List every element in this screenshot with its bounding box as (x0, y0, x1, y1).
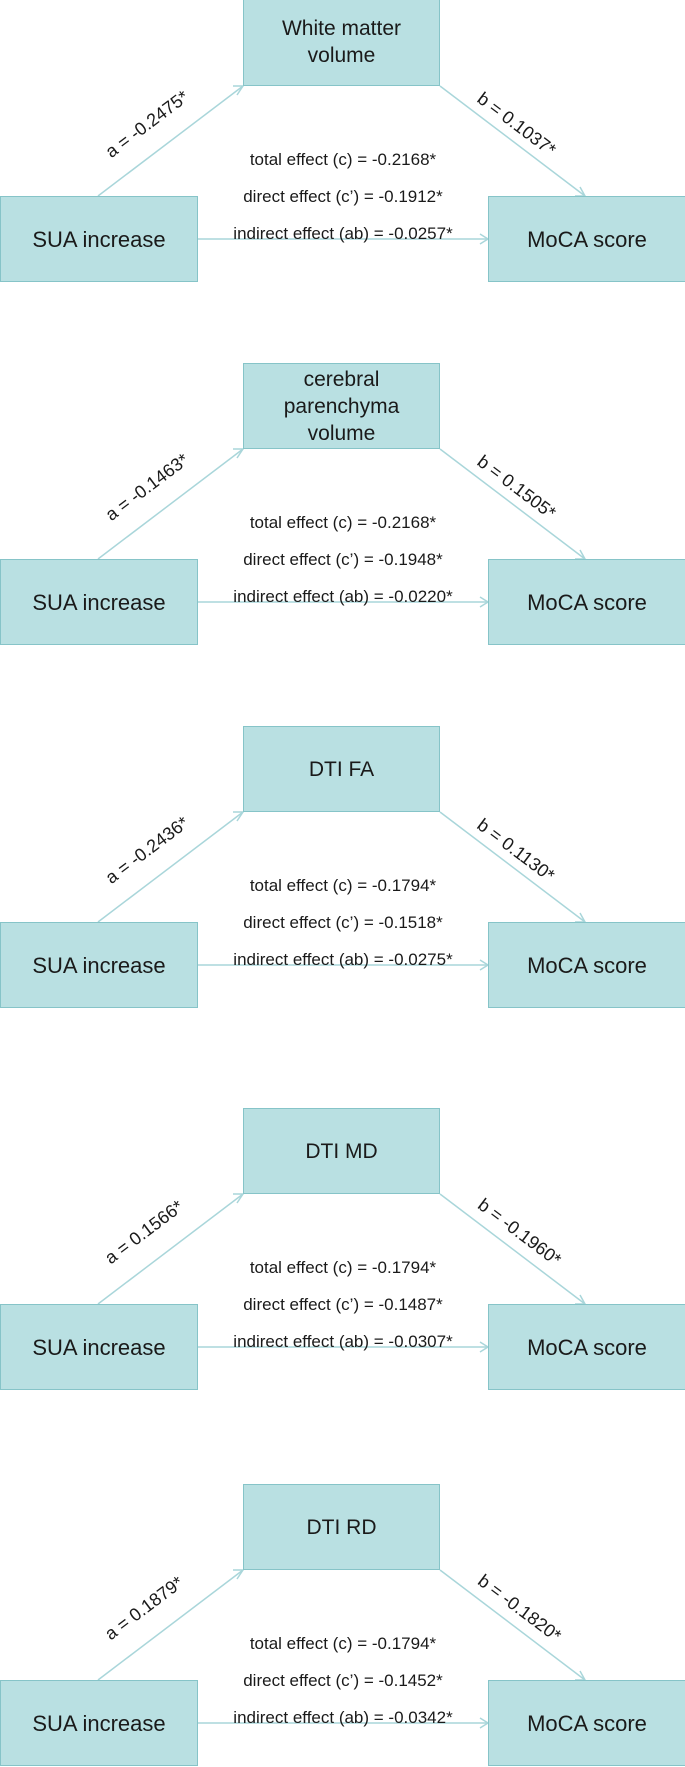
mediator-label: DTI FA (308, 757, 375, 781)
outcome-label: MoCA score (527, 1710, 647, 1736)
total-effect-label: total effect (c) = -0.2168* (249, 513, 437, 532)
outcome-box: MoCA score (488, 922, 685, 1008)
mediator-box: cerebral parenchyma volume (243, 363, 440, 449)
predictor-label: SUA increase (32, 589, 166, 615)
outcome-label: MoCA score (527, 952, 647, 978)
path-a-arrowhead (233, 1193, 245, 1204)
mediator-box: White matter volume (243, 0, 440, 86)
path-a-arrow (97, 1193, 244, 1305)
mediator-box: DTI RD (243, 1484, 440, 1570)
arrows-svg (97, 85, 587, 245)
mediator-label: cerebral parenchyma volume (283, 367, 400, 445)
mediator-label: DTI RD (306, 1515, 377, 1539)
direct-effect-label: direct effect (c’) = -0.1452* (243, 1671, 443, 1690)
outcome-box: MoCA score (488, 196, 685, 282)
predictor-label: SUA increase (32, 1710, 166, 1736)
arrows-svg (97, 1569, 587, 1729)
total-effect-label: total effect (c) = -0.1794* (249, 1258, 437, 1277)
indirect-effect-label: indirect effect (ab) = -0.0257* (233, 224, 453, 243)
direct-effect-label: direct effect (c’) = -0.1912* (243, 187, 443, 206)
arrows-svg (97, 448, 587, 608)
mediation-panel-1: White matter volume SUA increase MoCA sc… (0, 0, 685, 282)
path-a-arrow (97, 1569, 244, 1681)
total-effect-label: total effect (c) = -0.1794* (249, 1634, 437, 1653)
mediation-panel-5: DTI RD SUA increase MoCA score a = 0.187… (0, 1484, 685, 1766)
predictor-box: SUA increase (0, 559, 198, 645)
predictor-box: SUA increase (0, 922, 198, 1008)
indirect-effect-label: indirect effect (ab) = -0.0342* (233, 1708, 453, 1727)
path-b-arrow (439, 85, 586, 197)
direct-effect-label: direct effect (c’) = -0.1518* (243, 913, 443, 932)
indirect-effect-label: indirect effect (ab) = -0.0275* (233, 950, 453, 969)
direct-effect-label: direct effect (c’) = -0.1948* (243, 550, 443, 569)
path-a-arrow (97, 448, 244, 560)
path-b-arrow (439, 448, 586, 560)
indirect-effect-label: indirect effect (ab) = -0.0220* (233, 587, 453, 606)
total-effect-label: total effect (c) = -0.2168* (249, 150, 437, 169)
predictor-box: SUA increase (0, 1304, 198, 1390)
outcome-box: MoCA score (488, 1680, 685, 1766)
outcome-box: MoCA score (488, 1304, 685, 1390)
mediator-box: DTI MD (243, 1108, 440, 1194)
mediation-panel-2: cerebral parenchyma volume SUA increase … (0, 363, 685, 645)
path-a-arrow (97, 85, 244, 197)
total-effect-label: total effect (c) = -0.1794* (249, 876, 437, 895)
mediation-panel-3: DTI FA SUA increase MoCA score a = -0.24… (0, 726, 685, 1008)
predictor-label: SUA increase (32, 226, 166, 252)
predictor-label: SUA increase (32, 1334, 166, 1360)
path-a-arrow (97, 811, 244, 923)
path-b-arrow (439, 1569, 586, 1681)
path-b-arrow (439, 811, 586, 923)
mediator-label: White matter volume (281, 16, 402, 67)
predictor-box: SUA increase (0, 1680, 198, 1766)
path-b-arrow (439, 1193, 586, 1305)
mediation-panel-4: DTI MD SUA increase MoCA score a = 0.156… (0, 1108, 685, 1390)
outcome-box: MoCA score (488, 559, 685, 645)
path-a-arrowhead (233, 85, 245, 96)
path-a-arrowhead (233, 1569, 245, 1580)
outcome-label: MoCA score (527, 226, 647, 252)
direct-effect-label: direct effect (c’) = -0.1487* (243, 1295, 443, 1314)
indirect-effect-label: indirect effect (ab) = -0.0307* (233, 1332, 453, 1351)
predictor-label: SUA increase (32, 952, 166, 978)
predictor-box: SUA increase (0, 196, 198, 282)
path-a-arrowhead (233, 448, 245, 459)
outcome-label: MoCA score (527, 1334, 647, 1360)
outcome-label: MoCA score (527, 589, 647, 615)
mediator-label: DTI MD (305, 1139, 378, 1163)
mediator-box: DTI FA (243, 726, 440, 812)
path-a-arrowhead (233, 811, 245, 822)
